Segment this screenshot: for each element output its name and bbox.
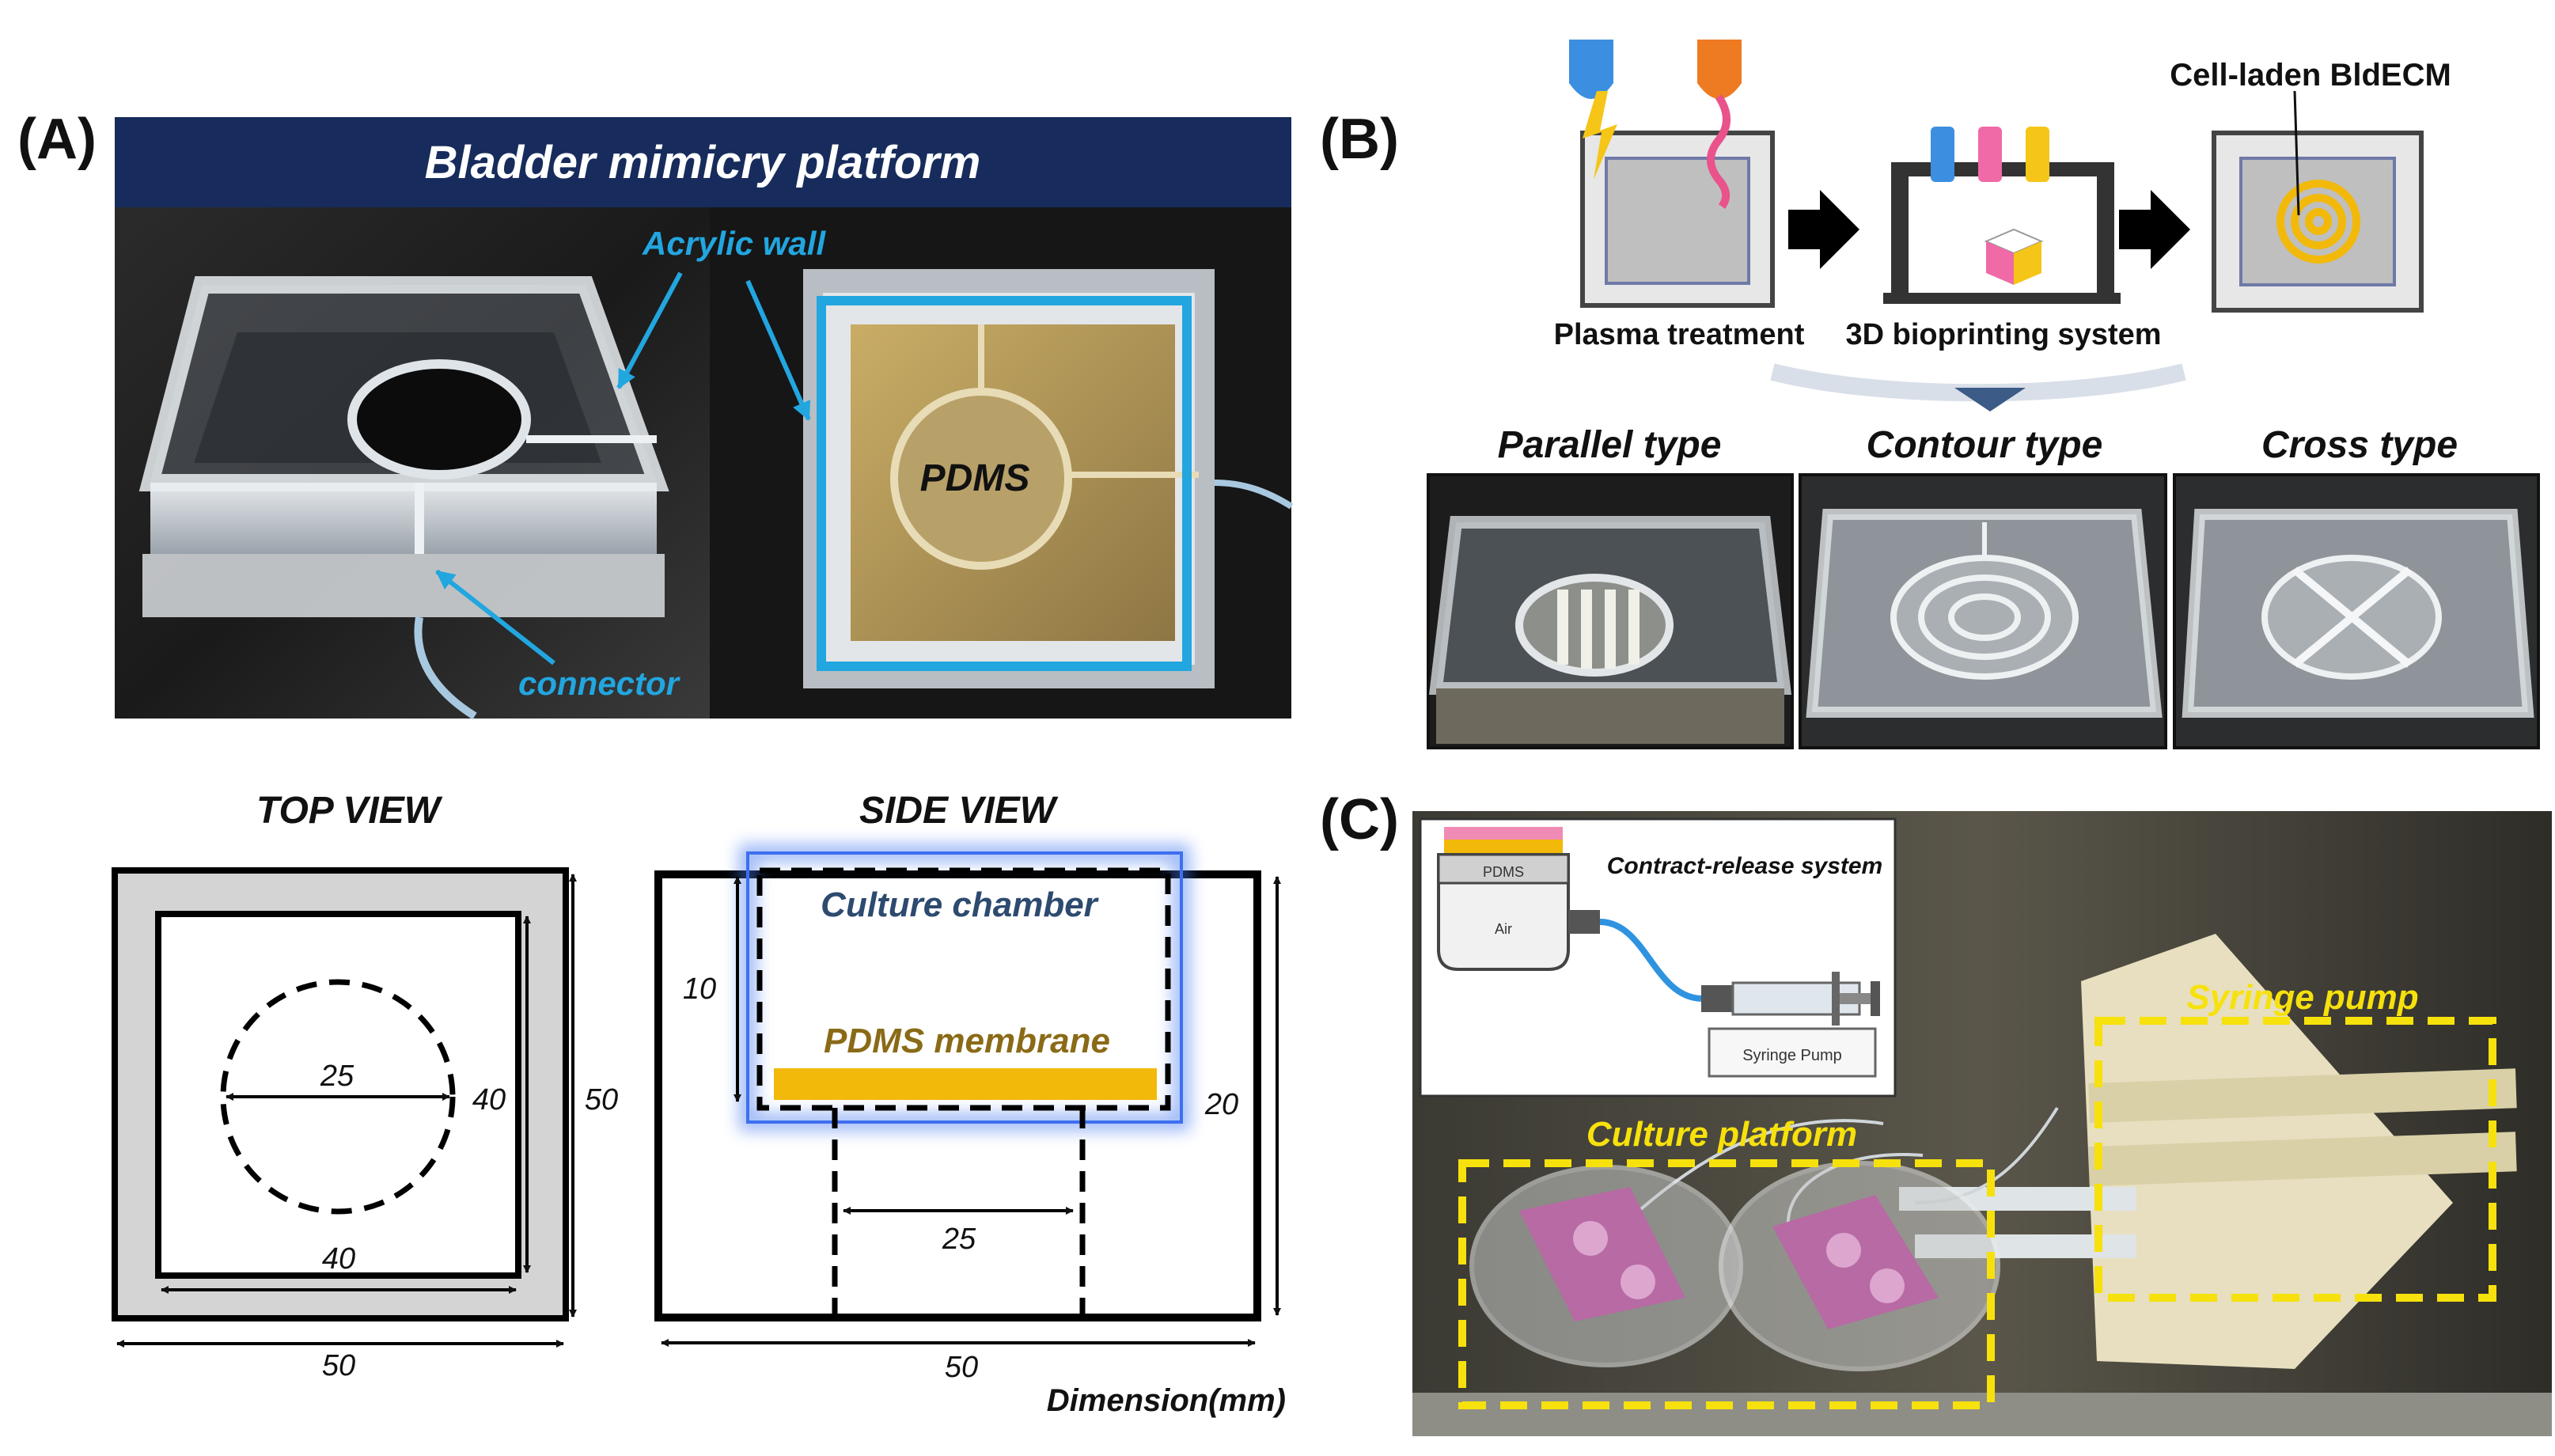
- cell-laden-icon: [2212, 90, 2424, 313]
- banner-title: Bladder mimicry platform: [425, 137, 981, 188]
- culture-platform-label: Culture platform: [1586, 1115, 1857, 1154]
- side-view-title: SIDE VIEW: [859, 790, 1059, 832]
- contract-release-label: Contract-release system: [1607, 853, 1883, 879]
- syringe-pump-label: Syringe pump: [2186, 978, 2418, 1017]
- contract-release-inset: [1419, 817, 1897, 1098]
- cell-laden-label: Cell-laden BldECM: [2170, 58, 2451, 93]
- merge-arrow: [1954, 388, 2026, 411]
- top-dim-outer-h: 50: [322, 1349, 355, 1382]
- photo-incubator-setup: [1412, 811, 2552, 1436]
- arrow-step-2: [2119, 190, 2190, 269]
- acrylic-wall-label: Acrylic wall: [642, 225, 826, 262]
- inset-pdms-label: PDMS: [1483, 864, 1524, 880]
- photo-cross-type: [2173, 473, 2540, 749]
- photo-contour-type: [1799, 473, 2167, 749]
- panel-b-label: (B): [1320, 108, 1399, 171]
- top-dim-inner-h: 40: [322, 1242, 355, 1276]
- culture-chamber-label: Culture chamber: [821, 885, 1100, 924]
- plasma-treatment-icon: [1569, 40, 1775, 308]
- step-plasma-label: Plasma treatment: [1554, 318, 1805, 351]
- side-dim-height: 20: [1204, 1088, 1238, 1121]
- units-label: Dimension(mm): [1047, 1383, 1286, 1418]
- type-contour-label: Contour type: [1867, 424, 2103, 466]
- top-view-title: TOP VIEW: [256, 790, 443, 832]
- bioprinter-icon: [1883, 127, 2121, 304]
- inset-air-label: Air: [1495, 921, 1512, 937]
- top-dim-inner-v: 40: [472, 1083, 506, 1117]
- acrylic-wall-arrow-left: [616, 271, 683, 389]
- connector-arrow: [435, 569, 555, 665]
- panel-a-label: (A): [17, 108, 97, 171]
- side-dim-hole: 25: [942, 1223, 976, 1256]
- top-dim-outer-v: 50: [585, 1083, 618, 1117]
- inset-pump-label: Syringe Pump: [1742, 1047, 1842, 1064]
- type-parallel-label: Parallel type: [1498, 424, 1722, 466]
- panel-c-label: (C): [1320, 788, 1399, 851]
- photo-parallel-type: [1427, 473, 1794, 749]
- photo-acrylic-box: [115, 207, 710, 720]
- pdms-membrane-label: PDMS membrane: [824, 1022, 1110, 1060]
- top-view-drawing: [112, 867, 577, 1348]
- side-dim-width: 50: [945, 1351, 978, 1384]
- culture-platform-box: [1458, 1159, 1995, 1409]
- arrow-step-1: [1788, 190, 1859, 269]
- syringe-pump-box: [2094, 1017, 2496, 1302]
- acrylic-wall-arrow-right: [745, 279, 811, 421]
- top-dim-circle: 25: [320, 1060, 354, 1093]
- side-dim-chamber: 10: [683, 973, 716, 1006]
- pdms-label: PDMS: [920, 457, 1030, 499]
- photo-pdms-top: PDMS: [710, 207, 1294, 719]
- banner: [115, 117, 1291, 207]
- type-cross-label: Cross type: [2261, 424, 2458, 466]
- step-bioprint-label: 3D bioprinting system: [1845, 318, 2161, 351]
- side-view-drawing: [654, 844, 1281, 1347]
- connector-label: connector: [518, 665, 681, 702]
